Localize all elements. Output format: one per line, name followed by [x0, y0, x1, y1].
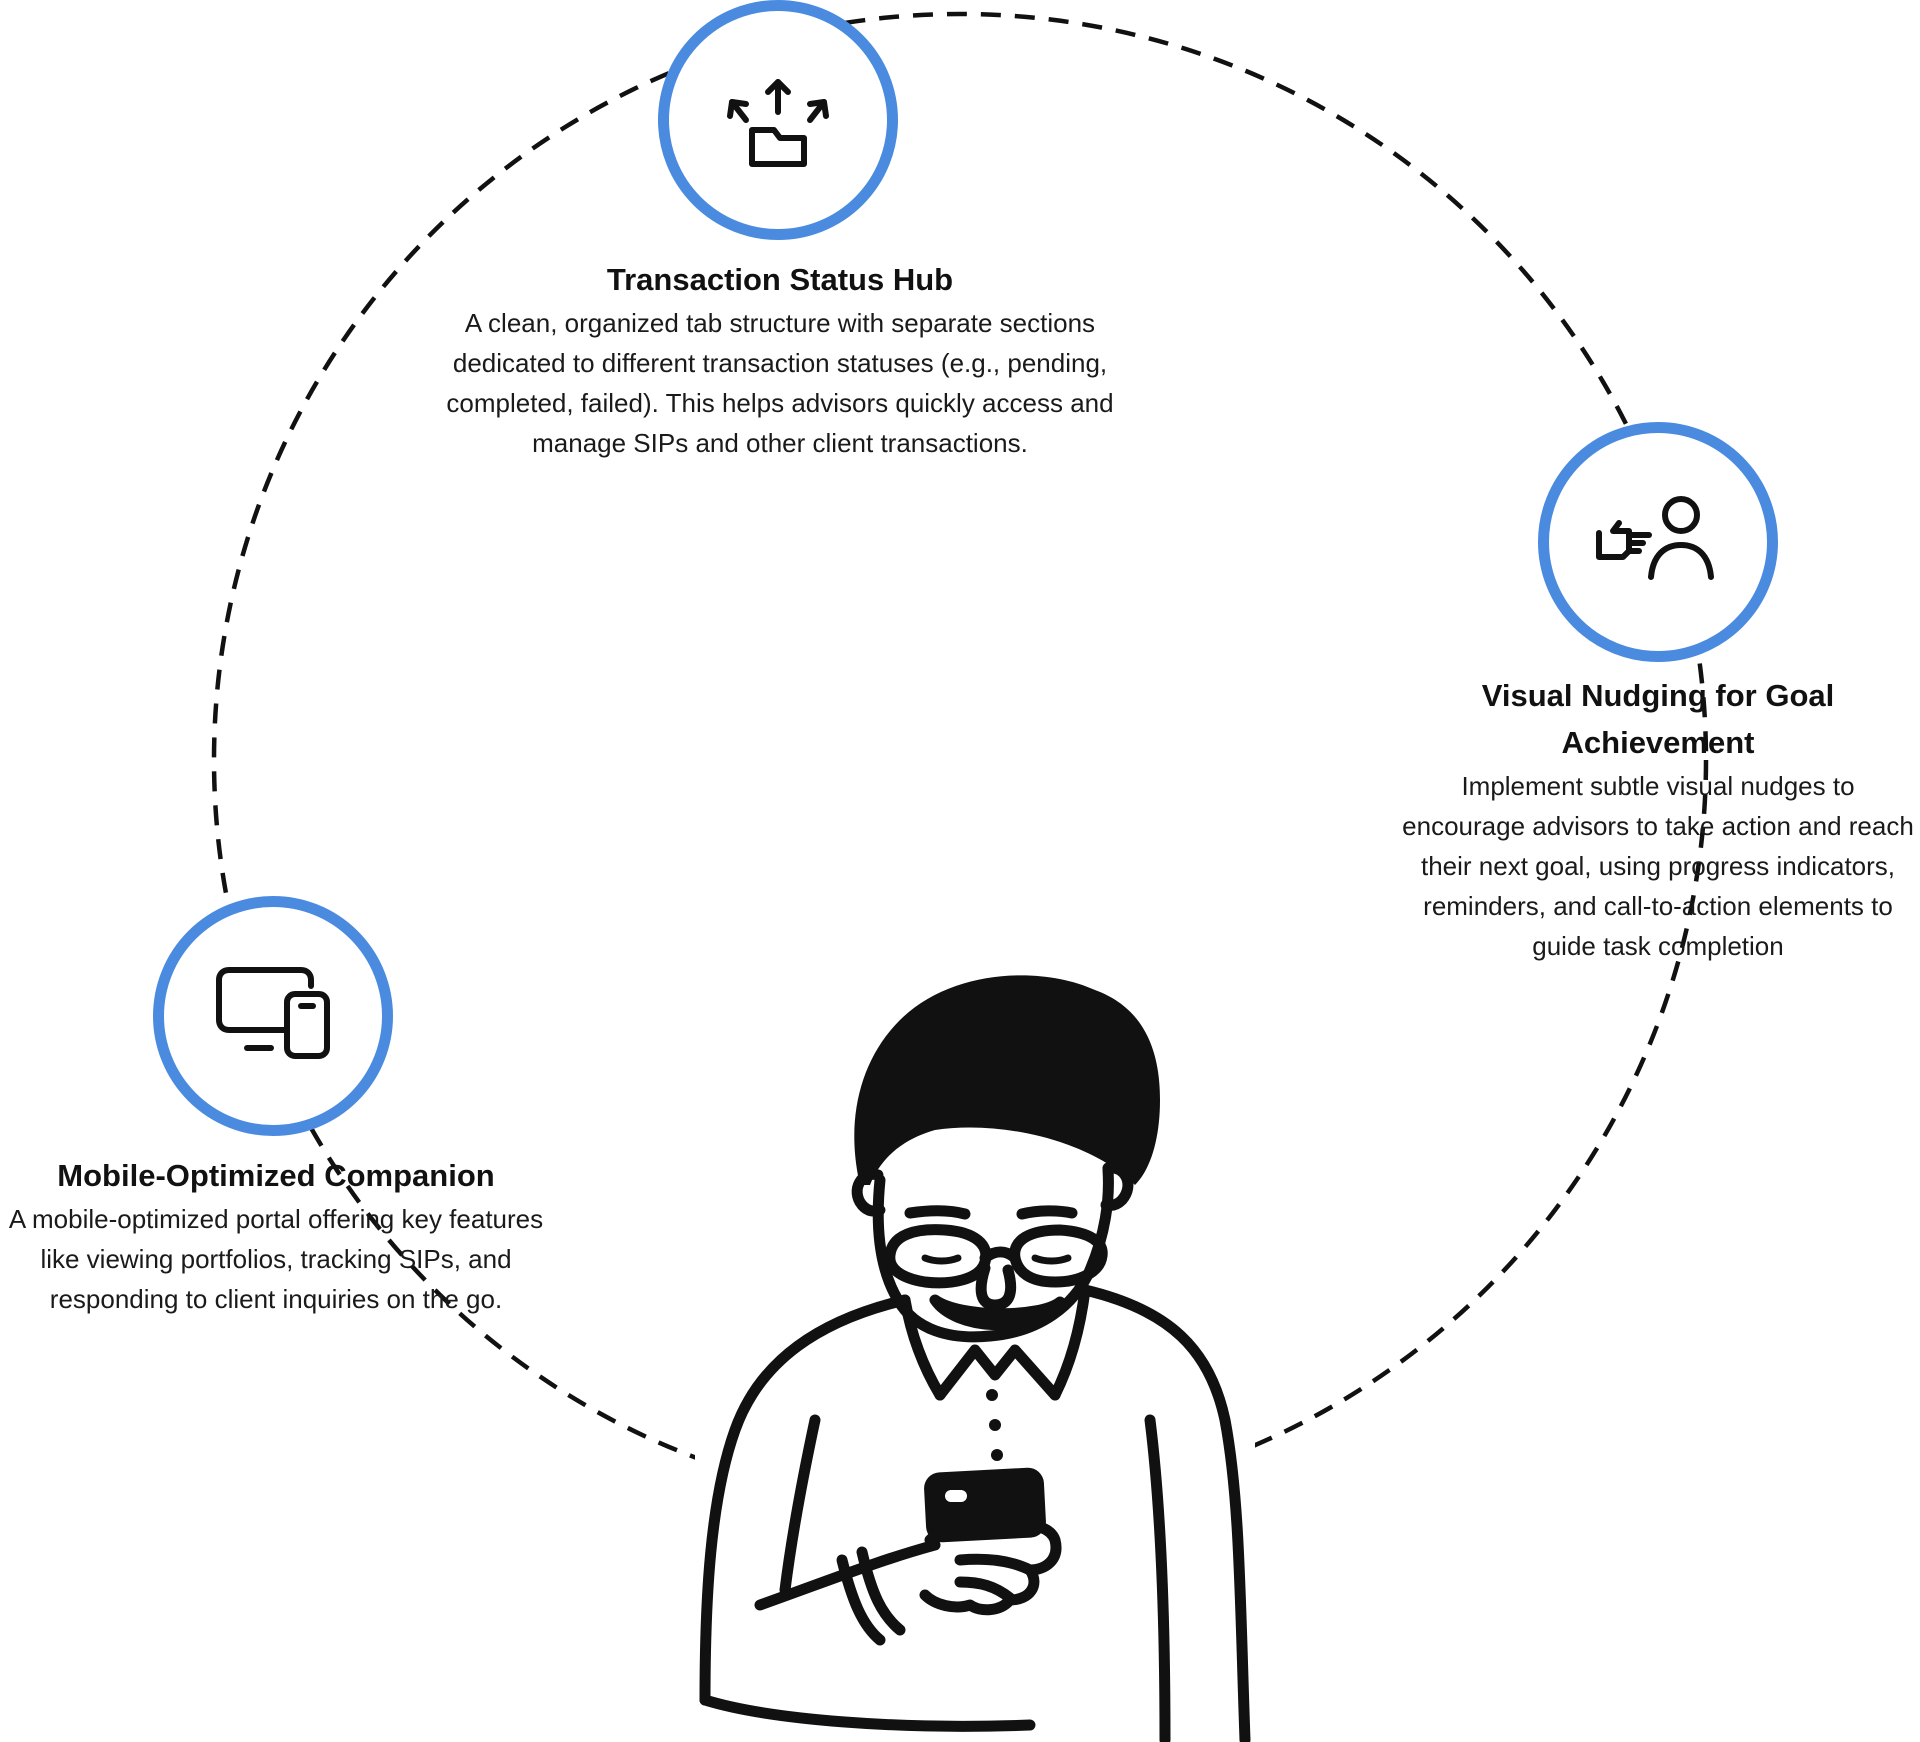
- devices-icon: [216, 967, 330, 1059]
- person-glasses-left-lens: [884, 1224, 992, 1289]
- phone-device: [924, 1467, 1046, 1543]
- shirt-button-3: [991, 1449, 1003, 1461]
- mobile-feature: Mobile-Optimized Companion A mobile-opti…: [6, 1152, 546, 1319]
- shirt-button-1: [986, 1389, 998, 1401]
- person-ear-right: [1100, 1162, 1134, 1211]
- shirt-button-2: [989, 1419, 1001, 1431]
- person-glasses-bridge: [979, 1246, 1021, 1264]
- person-hair: [854, 975, 1160, 1185]
- mobile-node-circle: [153, 896, 393, 1136]
- person-arm-left: [779, 1414, 821, 1596]
- person-eye-right: [1031, 1254, 1072, 1265]
- person-body-left: [699, 1294, 911, 1706]
- mobile-description: A mobile-optimized portal offering key f…: [8, 1204, 544, 1314]
- person-eyebrow-right: [1016, 1205, 1078, 1220]
- nudging-node-circle: [1538, 422, 1778, 662]
- person-with-phone-illustration: [699, 975, 1251, 1742]
- person-eye-left: [921, 1254, 962, 1265]
- nudging-feature: Visual Nudging for Goal Achievement Impl…: [1398, 672, 1918, 966]
- nudging-description: Implement subtle visual nudges to encour…: [1402, 771, 1914, 961]
- person-eyebrow-left: [904, 1205, 971, 1220]
- transaction-description: A clean, organized tab structure with se…: [446, 308, 1114, 458]
- person-nose: [975, 1262, 1017, 1311]
- person-collar: [934, 1344, 1061, 1401]
- person-glasses-right-lens: [1009, 1224, 1108, 1288]
- person-cuff: [836, 1554, 886, 1646]
- folder-share-icon: [727, 79, 829, 167]
- person-cuff-2: [856, 1546, 906, 1636]
- phone-camera: [945, 1490, 967, 1502]
- nudging-title: Visual Nudging for Goal Achievement: [1481, 678, 1835, 760]
- transaction-feature: Transaction Status Hub A clean, organize…: [430, 256, 1130, 463]
- person-body-bottom: [699, 1694, 1036, 1732]
- person-hand-finger-1: [954, 1553, 1036, 1576]
- person-body-right: [1079, 1284, 1251, 1742]
- person-neck-right: [1049, 1284, 1091, 1401]
- person-arm-right: [1144, 1414, 1171, 1742]
- transaction-node-circle: [658, 0, 898, 240]
- person-smile: [929, 1294, 1066, 1331]
- person-hand-finger-2: [954, 1576, 1016, 1604]
- person-arm-lower: [754, 1539, 941, 1611]
- pointing-hand-user-icon: [1596, 496, 1714, 580]
- mobile-title: Mobile-Optimized Companion: [57, 1158, 495, 1193]
- person-neck: [899, 1294, 946, 1401]
- transaction-title: Transaction Status Hub: [606, 262, 954, 297]
- person-ear-left: [851, 1168, 886, 1217]
